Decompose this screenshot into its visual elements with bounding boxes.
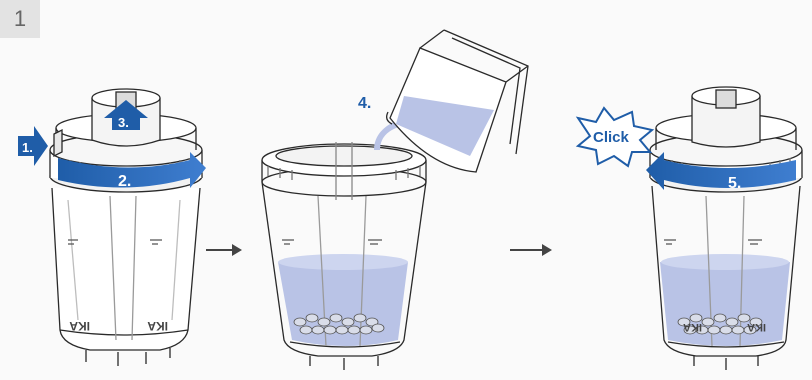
- svg-text:IKA: IKA: [69, 319, 90, 333]
- label-click: Click: [593, 129, 630, 146]
- label-step-4: 4.: [358, 95, 371, 112]
- label-step-3: 3.: [118, 115, 129, 130]
- svg-text:IKA: IKA: [147, 319, 168, 333]
- figure-3-assembled-grinder: IKA IKA: [650, 87, 802, 370]
- figure-2-open-container: [262, 142, 426, 370]
- flow-arrow-1: [206, 244, 242, 256]
- label-step-1: 1.: [22, 140, 33, 155]
- label-step-5: 5.: [728, 175, 741, 192]
- click-burst-icon: Click: [578, 108, 652, 166]
- flow-arrow-2: [510, 244, 552, 256]
- label-step-2: 2.: [118, 173, 131, 190]
- arrow-right-icon: 1.: [18, 126, 48, 166]
- figure-1-assembled-grinder: IKA IKA: [50, 89, 202, 366]
- svg-text:IKA: IKA: [747, 321, 766, 333]
- svg-text:IKA: IKA: [683, 321, 702, 333]
